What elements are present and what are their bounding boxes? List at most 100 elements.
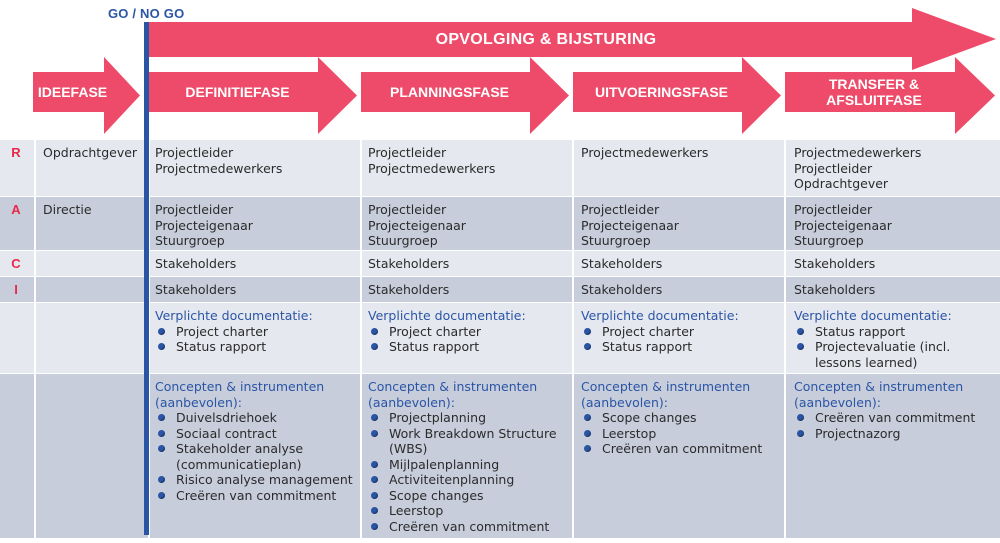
cell-line: Stakeholders xyxy=(581,256,663,271)
section-heading: (aanbevolen): xyxy=(155,394,242,410)
raci-letter: C xyxy=(11,256,21,271)
bullet-text: (WBS) xyxy=(389,441,428,456)
bullet-item: Activiteitenplanning xyxy=(368,472,557,488)
blue-bullet-icon xyxy=(584,445,591,452)
table-row xyxy=(0,197,1000,250)
phase-cell: Stakeholders xyxy=(794,282,875,298)
cell-line: Stakeholders xyxy=(368,256,450,271)
blue-bullet-icon xyxy=(371,476,378,483)
bullet-text: Project charter xyxy=(602,323,695,339)
bullet-text: Status rapport xyxy=(389,339,480,354)
bullet-text: Creëren van commitment xyxy=(602,441,763,456)
blue-bullet-icon xyxy=(797,327,804,335)
phase-arrow-1 xyxy=(33,57,140,134)
bullet-text: Duivelsdriehoek xyxy=(176,410,277,425)
bullet-item: Creëren van commitment xyxy=(794,410,975,426)
section-heading: Verplichte documentatie: xyxy=(794,308,952,323)
blue-bullet-icon xyxy=(371,460,378,468)
bullet-item: Scope changes xyxy=(368,488,557,504)
bullet-item: Status rapport xyxy=(155,339,313,355)
phase-cell: Stakeholders xyxy=(155,282,236,298)
blue-bullet-icon xyxy=(797,429,804,437)
phase-cell: Concepten & instrumenten(aanbevolen):Dui… xyxy=(155,379,353,503)
column-divider xyxy=(34,140,36,538)
bullet-item: Duivelsdriehoek xyxy=(155,410,353,426)
cell-line: Opdrachtgever xyxy=(794,176,889,191)
bullet-item: Project charter xyxy=(155,324,313,340)
bullet-item: Creëren van commitment xyxy=(581,441,762,457)
blue-bullet-icon xyxy=(371,522,378,530)
blue-bullet-icon xyxy=(371,343,378,350)
blue-bullet-icon xyxy=(797,343,804,350)
bullet-item: Status rapport xyxy=(368,339,526,355)
section-heading: (aanbevolen): xyxy=(581,394,668,410)
blue-bullet-icon xyxy=(584,429,591,437)
cell-line: Projectleider xyxy=(794,202,873,217)
cell-line: Projectmedewerkers xyxy=(794,145,922,160)
phase-cell: Stakeholders xyxy=(155,256,236,272)
bullet-item: Creëren van commitment xyxy=(368,519,557,535)
cell-line: Stakeholders xyxy=(155,282,237,297)
phase-cell: Concepten & instrumenten(aanbevolen):Pro… xyxy=(368,379,557,534)
bullet-text: Scope changes xyxy=(389,487,484,503)
phase-cell: Stakeholders xyxy=(581,256,662,272)
phase-cell: Concepten & instrumenten(aanbevolen):Cre… xyxy=(794,379,975,441)
bullet-item: Projectplanning xyxy=(368,410,557,426)
go-no-go-line xyxy=(144,22,149,535)
table-row xyxy=(0,140,1000,196)
role-cell: Directie xyxy=(43,202,92,217)
blue-bullet-icon xyxy=(584,343,591,350)
phase-cell: Stakeholders xyxy=(581,282,662,298)
phase-arrow-3 xyxy=(361,57,569,134)
raci-letter: A xyxy=(11,202,21,217)
column-divider xyxy=(572,140,574,538)
phase-cell: Projectmedewerkers xyxy=(581,145,708,161)
cell-line: Stakeholders xyxy=(794,256,876,271)
column-divider xyxy=(148,140,150,538)
blue-bullet-icon xyxy=(158,429,165,437)
section-heading: Verplichte documentatie: xyxy=(581,308,739,323)
bullet-text: Risico analyse management xyxy=(176,472,353,487)
bullet-item: Leerstop xyxy=(368,503,557,519)
bullet-text: Leerstop xyxy=(602,425,657,441)
table-row xyxy=(0,374,1000,538)
bullet-item: Risico analyse management xyxy=(155,472,353,488)
column-divider xyxy=(784,140,786,538)
top-arrow-shape xyxy=(146,8,996,70)
phase-label-4: UITVOERINGSFASE xyxy=(594,84,729,100)
bullet-text: Activiteitenplanning xyxy=(389,472,515,487)
top-arrow-label: OPVOLGING & BIJSTURING xyxy=(435,30,657,48)
bullet-text: Work Breakdown Structure xyxy=(389,425,557,441)
raci-letter: I xyxy=(14,282,18,297)
section-heading: Concepten & instrumenten xyxy=(368,379,538,394)
cell-line: Projectleider xyxy=(368,202,447,217)
section-heading: Verplichte documentatie: xyxy=(155,308,313,323)
blue-bullet-icon xyxy=(158,491,165,499)
bullet-item: Mijlpalenplanning xyxy=(368,457,557,473)
bullet-text: lessons learned) xyxy=(815,354,918,370)
cell-line: Projectleider xyxy=(581,202,660,217)
bullet-text: Stakeholder analyse xyxy=(176,441,304,456)
bullet-text: Leerstop xyxy=(389,503,444,518)
blue-bullet-icon xyxy=(158,476,165,483)
blue-bullet-icon xyxy=(371,327,378,335)
bullet-text: Creëren van commitment xyxy=(176,487,337,503)
bullet-text: Status rapport xyxy=(602,339,693,354)
cell-line: Stuurgroep xyxy=(155,233,225,248)
phase-arrows xyxy=(33,8,996,134)
bullet-text: Project charter xyxy=(176,323,269,339)
bullet-item: Work Breakdown Structure(WBS) xyxy=(368,426,557,457)
bullet-text: Creëren van commitment xyxy=(389,518,550,534)
phase-cell: Stakeholders xyxy=(368,282,449,298)
bullet-text: Creëren van commitment xyxy=(815,410,976,425)
blue-bullet-icon xyxy=(158,445,165,452)
phase-arrow-5 xyxy=(785,57,995,134)
